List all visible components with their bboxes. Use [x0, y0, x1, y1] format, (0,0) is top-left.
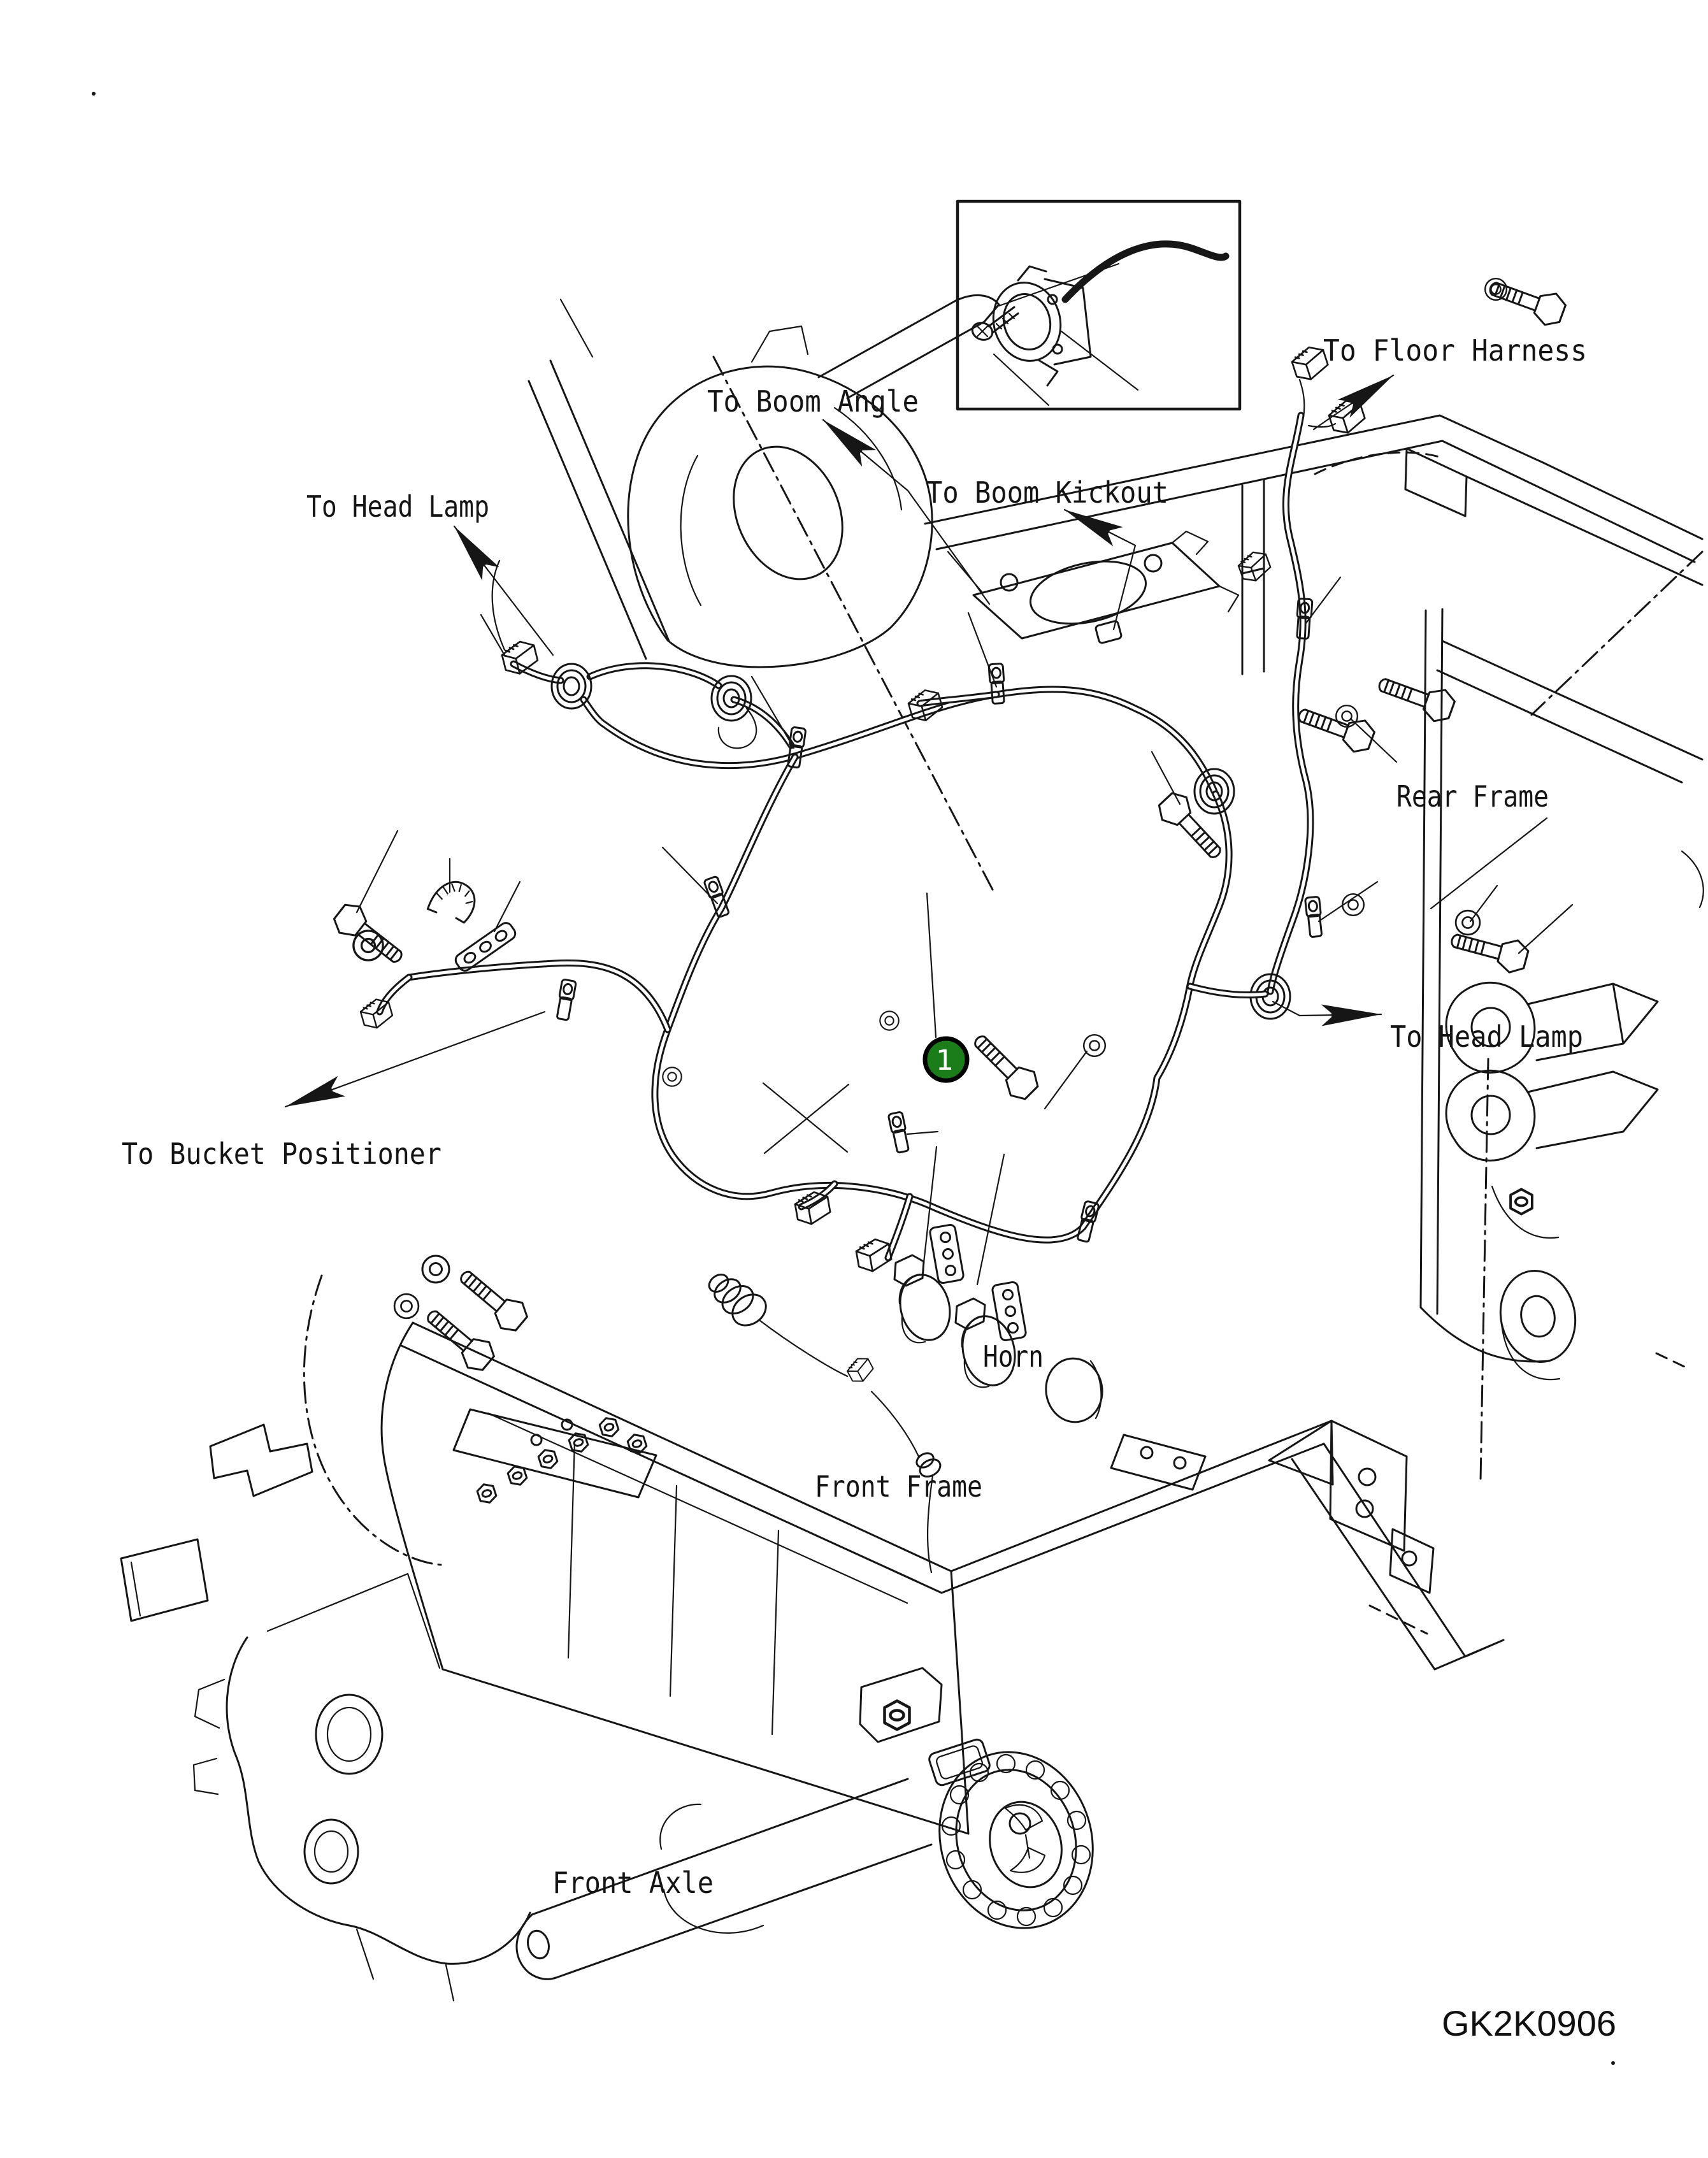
boom-pin-hole: [733, 445, 843, 580]
sensor-wire: [1061, 240, 1230, 303]
kickout-bracket: [1094, 620, 1123, 644]
harness-fasteners: [328, 271, 1569, 1377]
rear-frame-structure: [1419, 550, 1704, 1482]
hub-boss: [928, 1738, 991, 1787]
boom-angle-arrow: [815, 410, 877, 468]
rear-frame-leader: [1430, 817, 1548, 910]
label-front-frame: Front Frame: [815, 1469, 982, 1504]
terminal-strip: [452, 1408, 657, 1499]
front-frame-structure: [120, 1274, 1505, 1835]
axle-bracket: [859, 1667, 943, 1743]
three-hole-bracket-icon: [454, 922, 517, 972]
sensor-screw-icon: [971, 306, 1019, 341]
hub-center: [989, 1801, 1063, 1888]
part-callout-1[interactable]: 1: [922, 1036, 970, 1083]
callout-circle[interactable]: [922, 1036, 970, 1083]
drawing-number: GK2K0906: [1442, 2003, 1616, 2043]
hinge-plate: [1268, 1420, 1408, 1552]
relay-icon: [893, 1254, 951, 1344]
callout-leader: [926, 892, 937, 1039]
transmission-housing: [192, 1572, 531, 2002]
horn-sensor: [708, 1274, 942, 1574]
inset-leader-lines: [993, 330, 1139, 406]
head-lamp-left-arrow: [445, 519, 501, 582]
plot-dot: [1611, 2061, 1615, 2065]
inset-box-border: [956, 199, 1242, 411]
bucket-positioner-arrow: [280, 1075, 347, 1118]
label-to-boom-angle: To Boom Angle: [707, 384, 919, 419]
callout-number[interactable]: 1: [936, 1044, 954, 1077]
front-axle: [515, 1667, 1094, 1980]
u-shackle-icon: [426, 881, 476, 924]
label-to-boom-kickout: To Boom Kickout: [926, 475, 1168, 510]
horn-body: [1045, 1357, 1103, 1423]
main-harness: [357, 559, 1269, 1274]
articulation-lug-lower: [1445, 1069, 1659, 1162]
boom-bracket: [527, 263, 1120, 893]
leader-lines: [355, 576, 1574, 1286]
horn-plate: [1110, 1434, 1207, 1491]
diagram-labels: To Boom Angle To Head Lamp To Floor Harn…: [122, 333, 1616, 2043]
plate-opening: [1030, 560, 1147, 625]
centerline: [712, 356, 995, 893]
relay-bracket: [929, 1223, 965, 1284]
label-horn: Horn: [983, 1339, 1044, 1374]
label-to-bucket-positioner: To Bucket Positioner: [122, 1137, 441, 1171]
label-to-floor-harness: To Floor Harness: [1323, 333, 1587, 368]
floor-harness-arrow: [1337, 365, 1401, 419]
relay-bracket: [991, 1281, 1027, 1342]
label-front-axle: Front Axle: [552, 1866, 714, 1900]
rear-frame-hub: [1499, 1270, 1577, 1363]
label-arrows: [280, 365, 1401, 1118]
label-to-head-lamp-right: To Head Lamp: [1390, 1019, 1583, 1054]
floor-harness-branch: [1235, 342, 1368, 1020]
plot-dot: [92, 92, 96, 96]
label-rear-frame: Rear Frame: [1396, 779, 1549, 814]
relay-icon: [954, 1297, 1016, 1388]
top-frame-structure: [924, 414, 1704, 675]
hub-flange: [938, 1751, 1094, 1929]
label-to-head-lamp-left: To Head Lamp: [306, 489, 489, 524]
relays-and-horn: [893, 1223, 1207, 1491]
